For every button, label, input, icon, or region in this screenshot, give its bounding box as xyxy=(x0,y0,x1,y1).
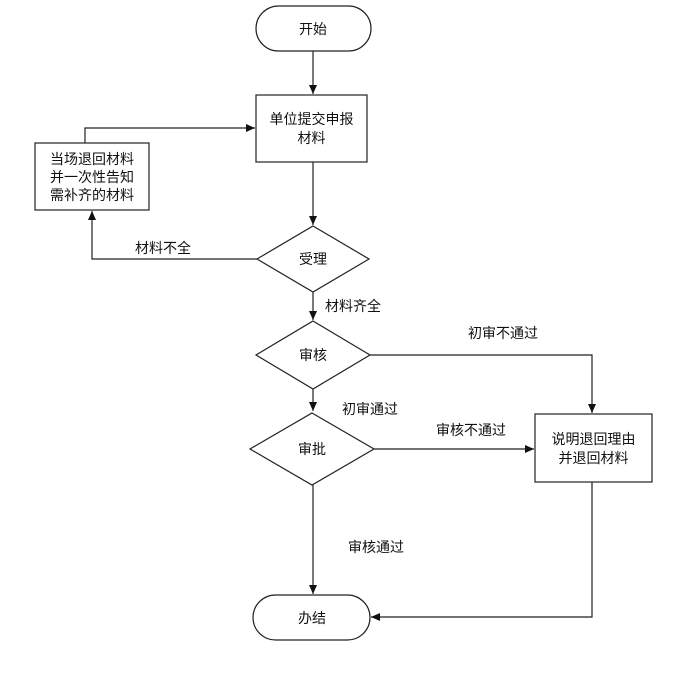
node-explain-return-line-1: 说明退回理由 xyxy=(552,432,636,448)
edge-approve-to-end: 审核通过 xyxy=(309,485,404,594)
node-end-label: 办结 xyxy=(298,611,326,627)
node-approve-label: 审批 xyxy=(298,442,326,458)
edge-review-to-explain-return: 初审不通过 xyxy=(370,325,596,413)
node-review: 审核 xyxy=(254,320,372,390)
edge-label-approve-pass: 审核通过 xyxy=(348,540,404,556)
node-return-now-line-2: 并一次性告知 xyxy=(50,169,134,186)
edge-approve-to-explain-return: 审核不通过 xyxy=(374,423,534,453)
node-submit: 单位提交申报 材料 xyxy=(255,94,368,163)
node-submit-line-1: 单位提交申报 xyxy=(270,111,354,128)
edge-label-review-pass: 初审通过 xyxy=(342,401,398,418)
node-start-label: 开始 xyxy=(299,22,327,38)
edge-explain-return-to-end xyxy=(371,482,593,621)
edge-accept-to-review: 材料齐全 xyxy=(309,292,381,320)
node-return-now-line-1: 当场退回材料 xyxy=(50,152,134,168)
edge-accept-to-return-now: 材料不全 xyxy=(88,211,257,260)
node-start: 开始 xyxy=(255,5,372,52)
node-accept: 受理 xyxy=(255,225,371,293)
edge-label-approve-fail: 审核不通过 xyxy=(436,423,506,439)
node-submit-line-2: 材料 xyxy=(298,131,326,147)
edge-label-complete: 材料齐全 xyxy=(325,298,381,315)
edge-review-to-approve: 初审通过 xyxy=(309,389,398,418)
edge-return-now-to-submit xyxy=(84,124,255,143)
node-review-label: 审核 xyxy=(299,348,327,364)
node-end: 办结 xyxy=(252,594,371,641)
edge-label-incomplete: 材料不全 xyxy=(135,240,191,257)
node-return-now: 当场退回材料 并一次性告知 需补齐的材料 xyxy=(34,142,150,211)
node-explain-return: 说明退回理由 并退回材料 xyxy=(534,413,653,483)
node-explain-return-line-2: 并退回材料 xyxy=(559,451,629,467)
node-accept-label: 受理 xyxy=(299,252,327,268)
node-return-now-line-3: 需补齐的材料 xyxy=(50,188,134,204)
node-approve: 审批 xyxy=(248,412,376,486)
edge-label-review-fail: 初审不通过 xyxy=(468,325,538,342)
